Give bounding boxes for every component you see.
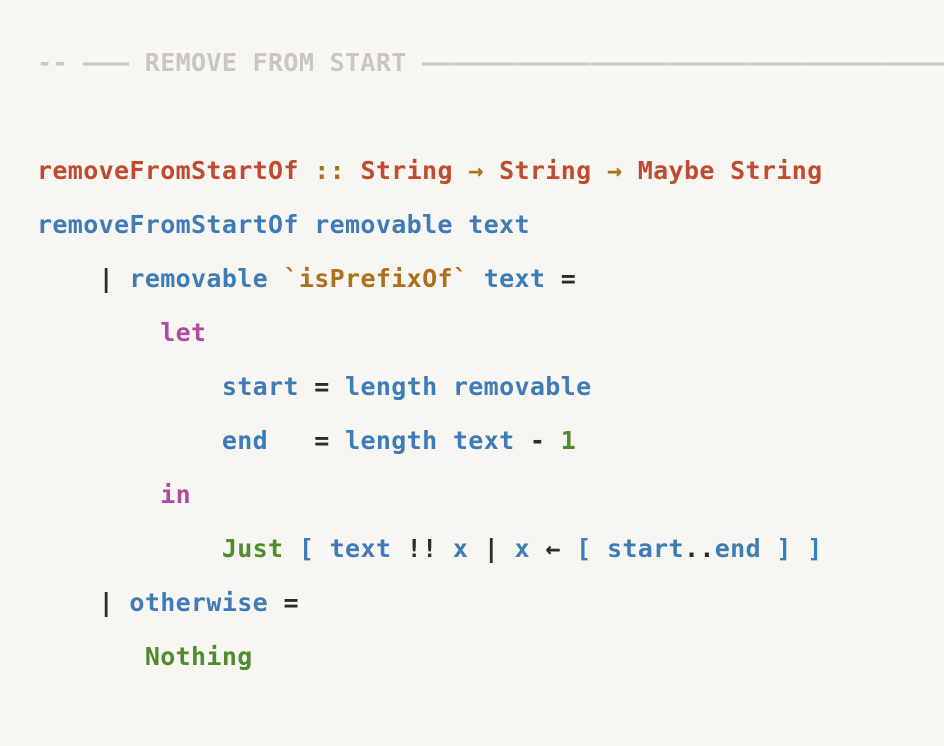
code-token: = (560, 264, 577, 293)
code-token (437, 534, 452, 563)
code-token: → (606, 156, 623, 185)
code-token: otherwise (129, 588, 269, 617)
code-token (37, 318, 160, 347)
code-token (545, 264, 560, 293)
code-token: - (529, 426, 546, 455)
code-token: ] (807, 534, 823, 563)
code-token (484, 156, 499, 185)
code-line-nothing-result: Nothing (37, 630, 944, 684)
code-token: String (360, 156, 453, 185)
code-token (592, 534, 607, 563)
code-token (268, 264, 283, 293)
code-token (37, 480, 160, 509)
code-token: = (314, 372, 330, 401)
code-token (314, 534, 329, 563)
code-token (330, 426, 345, 455)
code-token: Just (221, 534, 284, 563)
code-line-in-keyword: in (37, 468, 944, 522)
code-token (499, 534, 514, 563)
code-token (37, 642, 145, 671)
code-token (37, 534, 222, 563)
code-token: start (606, 534, 684, 563)
code-token: .. (683, 534, 715, 563)
code-token: end (714, 534, 761, 563)
code-token (515, 426, 530, 455)
code-token: length text (345, 426, 515, 455)
code-token (37, 588, 99, 617)
code-token: = (314, 426, 330, 455)
code-token (561, 534, 576, 563)
code-token: removeFromStartOf removable text (37, 210, 530, 239)
code-line-let-keyword: let (37, 306, 944, 360)
code-token: Maybe String (637, 156, 823, 185)
code-token (283, 534, 298, 563)
code-line-section-comment: -- ——— REMOVE FROM START ———————————————… (37, 36, 944, 90)
code-token: ] (776, 534, 792, 563)
code-token: 1 (560, 426, 577, 455)
code-token: ← (545, 534, 561, 563)
code-token: | (483, 534, 500, 563)
code-token (268, 426, 314, 455)
code-token (761, 534, 776, 563)
code-token (530, 534, 545, 563)
code-token (391, 534, 406, 563)
code-token: x (514, 534, 530, 563)
code-line-function-head: removeFromStartOf removable text (37, 198, 944, 252)
code-token (299, 372, 314, 401)
code-token: text (329, 534, 392, 563)
code-token: | (98, 264, 115, 293)
code-token: String (499, 156, 592, 185)
code-token (268, 588, 283, 617)
code-token: let (160, 318, 207, 347)
code-token (545, 426, 560, 455)
code-line-binding-end: end = length text - 1 (37, 414, 944, 468)
code-token: start (221, 372, 299, 401)
code-token (37, 372, 222, 401)
code-token: end (221, 426, 269, 455)
code-line-guard-otherwise: | otherwise = (37, 576, 944, 630)
code-token: → (468, 156, 484, 185)
code-token: -- ——— REMOVE FROM START ———————————————… (37, 48, 944, 77)
code-token: [ (298, 534, 315, 563)
code-token (114, 588, 129, 617)
code-line-blank (37, 90, 944, 144)
code-token (622, 156, 637, 185)
code-token: !! (406, 534, 438, 563)
code-token (345, 156, 360, 185)
code-token (37, 426, 222, 455)
code-token: :: (314, 156, 346, 185)
code-token: x (452, 534, 469, 563)
code-token: length removable (345, 372, 592, 401)
code-token: [ (576, 534, 592, 563)
code-token: removable (129, 264, 269, 293)
code-token (468, 264, 483, 293)
code-token (468, 534, 483, 563)
code-token (330, 372, 345, 401)
code-token (592, 156, 607, 185)
code-token: in (160, 480, 192, 509)
code-token: `isPrefixOf` (283, 264, 469, 293)
code-token: = (283, 588, 299, 617)
code-token (453, 156, 468, 185)
code-token: Nothing (144, 642, 253, 671)
code-token (792, 534, 807, 563)
code-line-guard-isprefixof: | removable `isPrefixOf` text = (37, 252, 944, 306)
code-token (299, 156, 314, 185)
code-token: removeFromStartOf (37, 156, 299, 185)
code-token (37, 264, 99, 293)
code-token (114, 264, 129, 293)
code-line-binding-start: start = length removable (37, 360, 944, 414)
code-line-type-signature: removeFromStartOf :: String → String → M… (37, 144, 944, 198)
code-token: text (483, 264, 546, 293)
code-token: | (98, 588, 115, 617)
code-line-just-list-comprehension: Just [ text !! x | x ← [ start..end ] ] (37, 522, 944, 576)
